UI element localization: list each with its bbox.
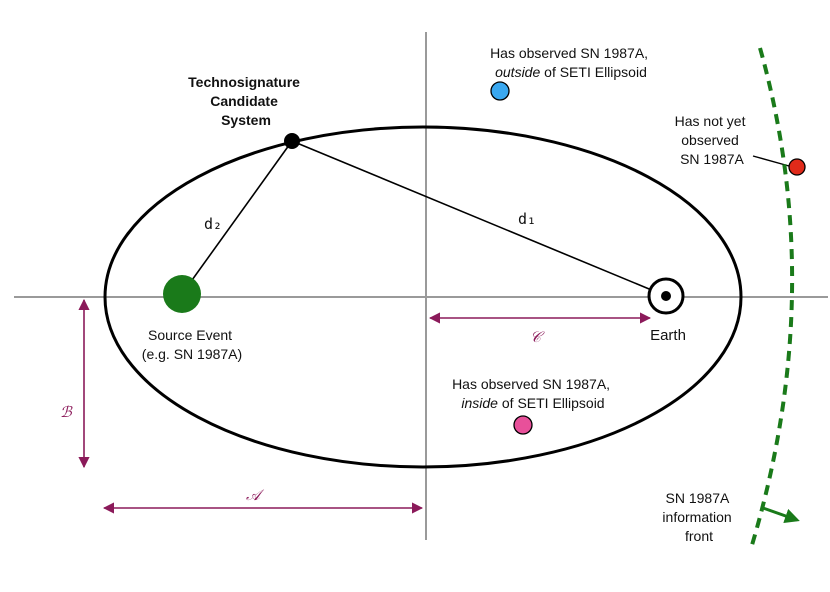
outside-observer-dot [490,81,510,101]
earth-label: Earth [650,327,686,344]
information-front-curve [750,47,795,546]
inside-observer-dot [513,415,533,435]
seti-ellipse [103,125,743,469]
technosignature-marker [284,133,300,149]
d2-label: d₂ [204,215,222,233]
source-event-marker [163,275,201,313]
source-event-label: Source Event (e.g. SN 1987A) [142,327,242,362]
not-observed-pointer [752,155,790,167]
d2-line [181,140,293,295]
technosignature-label: Technosignature Candidate System [188,74,304,128]
outside-observer-label: Has observed SN 1987A, outside of SETI E… [490,45,652,80]
not-observed-label: Has not yet observed SN 1987A [675,113,750,167]
not-observed-dot [788,158,806,176]
information-front-arrow [762,506,800,524]
d1-label: d₁ [518,210,536,228]
dimension-a-label: 𝒜 [246,486,265,504]
dimension-b-label: ℬ [60,403,73,421]
dimension-c-label: 𝒞 [530,328,545,346]
d1-line [291,140,667,297]
information-front-label: SN 1987A information front [662,490,735,544]
earth-symbol-icon [647,277,685,315]
inside-observer-label: Has observed SN 1987A, inside of SETI El… [452,376,614,411]
